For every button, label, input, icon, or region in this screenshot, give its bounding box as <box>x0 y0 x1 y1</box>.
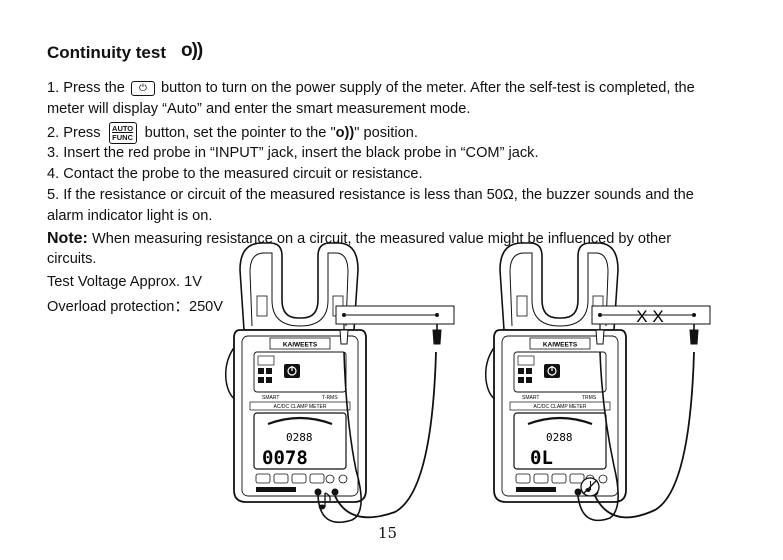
page-title: Continuity test <box>47 43 166 62</box>
note-line-2: circuits. <box>47 251 97 267</box>
left-band-label: AC/DC CLAMP METER <box>274 404 327 410</box>
page-number: 15 <box>378 524 398 542</box>
step-1-line-1: 1. Press the ⏻ button to turn on the pow… <box>47 80 695 96</box>
step-3-line: 3. Insert the red probe in “INPUT” jack,… <box>47 145 539 161</box>
auto-func-button-icon: AUTO FUNC <box>108 122 137 144</box>
right-mode-trms: TRMS <box>582 395 597 401</box>
right-mode-smart: SMART <box>522 395 539 401</box>
step-5-line-1: 5. If the resistance or circuit of the m… <box>47 187 694 203</box>
overload-protection: Overload protection：250V <box>47 299 224 315</box>
sound-note-icon <box>318 492 331 510</box>
continuity-glyph-icon: o)) <box>335 124 355 141</box>
step-4-line: 4. Contact the probe to the measured cir… <box>47 166 423 182</box>
right-lcd-main: 0L <box>530 447 553 469</box>
left-mode-trms: T-RMS <box>322 395 338 401</box>
left-mode-smart: SMART <box>262 395 279 401</box>
right-clamp-meter: KAIWEETS SMART TRMS AC/DC CLAMP METER 02… <box>484 242 627 503</box>
right-brand: KAIWEETS <box>543 342 578 349</box>
step-2-line: 2. Press AUTO FUNC button, set the point… <box>47 122 418 144</box>
step-1-line-2: meter will display “Auto” and enter the … <box>47 101 471 117</box>
left-lcd-top: 0288 <box>286 431 313 444</box>
break-marks: X X <box>636 307 663 326</box>
continuity-buzzer-icon: o)) <box>181 40 203 61</box>
left-clamp-meter: KAIWEETS SMART T-RMS AC/DC CLAMP METER 0… <box>224 242 367 503</box>
power-button-icon: ⏻ <box>130 80 155 96</box>
right-band-label: AC/DC CLAMP METER <box>534 404 587 410</box>
muted-sound-icon <box>580 477 600 497</box>
note-label: Note: <box>47 230 88 247</box>
left-lcd-main: 0078 <box>262 447 308 469</box>
right-lcd-top: 0288 <box>546 431 573 444</box>
step-5-line-2: alarm indicator light is on. <box>47 208 213 224</box>
test-voltage: Test Voltage Approx. 1V <box>47 274 202 290</box>
left-brand: KAIWEETS <box>283 342 318 349</box>
